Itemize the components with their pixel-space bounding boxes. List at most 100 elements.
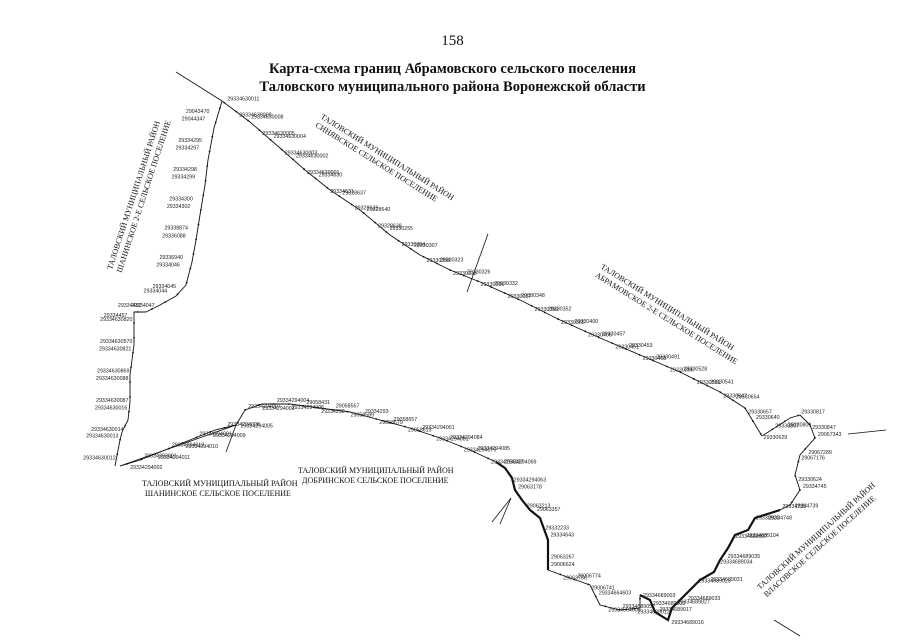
boundary-point-label: 29330640 bbox=[756, 415, 780, 421]
boundary-point-label: 29334045 bbox=[153, 284, 177, 290]
boundary-point-marker bbox=[124, 424, 126, 427]
ext-line-south-2 bbox=[499, 497, 512, 525]
boundary-point-marker bbox=[799, 489, 801, 491]
boundary-point-label: 29058679 bbox=[379, 420, 403, 426]
boundary-point-label: 29334294081 bbox=[436, 437, 468, 443]
boundary-point-marker bbox=[694, 583, 697, 586]
boundary-point-marker bbox=[652, 359, 655, 362]
boundary-point-marker bbox=[559, 573, 562, 576]
boundary-point-label: 29334294005 bbox=[240, 424, 272, 430]
boundary-point-label: 29330451 bbox=[615, 344, 639, 350]
boundary-point-marker bbox=[778, 509, 781, 512]
boundary-point-label: 29330847 bbox=[812, 425, 836, 431]
boundary-point-label: 29330348 bbox=[521, 293, 545, 299]
boundary-point-marker bbox=[460, 445, 462, 448]
region-east-line1: ТАЛОВСКИЙ МУНИЦИПАЛЬНЫЙ РАЙОН bbox=[599, 262, 736, 352]
ext-line-south-1 bbox=[491, 497, 512, 523]
boundary-point-label: 29334630001 bbox=[307, 170, 339, 176]
ext-line-southwest bbox=[119, 424, 237, 467]
boundary-point-label: 29063213 bbox=[527, 503, 551, 509]
boundary-point-marker bbox=[522, 501, 525, 504]
boundary-point-marker bbox=[509, 475, 512, 478]
boundary-point-marker bbox=[638, 353, 641, 356]
boundary-point-label: 29006624 bbox=[551, 562, 575, 568]
boundary-point-marker bbox=[206, 165, 209, 167]
boundary-point-label: 29334630820 bbox=[100, 317, 132, 323]
map-title: Карта-схема границ Абрамовского сельског… bbox=[0, 60, 905, 96]
boundary-point-label: 29330531 bbox=[697, 380, 721, 386]
boundary-point-marker bbox=[236, 421, 239, 424]
boundary-point-marker bbox=[197, 223, 200, 226]
boundary-point-marker bbox=[287, 403, 290, 405]
boundary-point-marker bbox=[132, 351, 134, 354]
boundary-point-marker bbox=[258, 129, 261, 132]
boundary-point-marker bbox=[604, 605, 607, 608]
ext-line-southwest-2 bbox=[225, 424, 237, 453]
boundary-point-label: 29044347 bbox=[182, 116, 206, 122]
boundary-point-marker bbox=[547, 567, 549, 570]
boundary-point-label: 29336940 bbox=[159, 255, 183, 261]
boundary-point-label: 29334302 bbox=[167, 204, 191, 210]
boundary-point-marker bbox=[346, 410, 349, 413]
boundary-point-marker bbox=[204, 179, 207, 182]
boundary-point-label: 29334294037 bbox=[491, 459, 523, 465]
boundary-point-label: 29330337 bbox=[508, 294, 532, 300]
boundary-point-marker bbox=[771, 428, 774, 431]
boundary-point-label: 29334630014 bbox=[91, 427, 123, 433]
boundary-point-marker bbox=[473, 451, 476, 454]
boundary-point-label: 29334292 bbox=[321, 409, 345, 415]
boundary-east bbox=[761, 414, 816, 511]
boundary-point-label: 29334689031 bbox=[710, 577, 742, 583]
adjacent-boundary-lines bbox=[119, 71, 887, 637]
boundary-point-marker bbox=[418, 430, 421, 432]
boundary-point-marker bbox=[410, 248, 412, 250]
boundary-point-marker bbox=[209, 431, 212, 433]
boundary-point-marker bbox=[541, 523, 544, 526]
boundary-point-marker bbox=[462, 274, 465, 277]
boundary-point-marker bbox=[732, 399, 734, 402]
boundary-point-marker bbox=[752, 520, 754, 523]
boundary-point-marker bbox=[199, 209, 202, 211]
boundary-point-marker bbox=[195, 238, 198, 241]
boundary-point-label: 29334294084 bbox=[450, 435, 482, 441]
boundary-point-label: 29058589 bbox=[351, 413, 375, 419]
boundary-point-marker bbox=[272, 403, 275, 405]
region-label-southeast: ТАЛОВСКИЙ МУНИЦИПАЛЬНЫЙ РАЙОН ВЛАСОВСКОЕ… bbox=[755, 481, 877, 599]
boundary-point-label: 29334630570 bbox=[100, 339, 132, 345]
region-southwest-line1: ТАЛОВСКИЙ МУНИЦИПАЛЬНЫЙ РАЙОН bbox=[142, 479, 298, 488]
boundary-point-label: 29058557 bbox=[336, 404, 360, 410]
boundary-point-marker bbox=[362, 212, 365, 215]
boundary-point-marker bbox=[116, 453, 119, 456]
boundary-point-marker bbox=[514, 489, 517, 492]
boundary-point-label: 29330657 bbox=[748, 409, 772, 415]
boundary-point-label: 29334294063 bbox=[514, 477, 546, 483]
boundary-point-label: 29330352 bbox=[548, 306, 572, 312]
boundary-point-marker bbox=[573, 578, 576, 581]
boundary-point-marker bbox=[731, 539, 734, 542]
boundary-point-label: 29330809 bbox=[788, 422, 812, 428]
boundary-point-label: 29334664608 bbox=[608, 607, 640, 613]
boundary-point-marker bbox=[223, 101, 226, 104]
boundary-point-marker bbox=[244, 409, 247, 411]
boundary-point-label: 29334297 bbox=[176, 145, 200, 151]
boundary-point-marker bbox=[202, 194, 205, 197]
boundary-point-label: 29334294069 bbox=[504, 459, 536, 465]
boundary-point-marker bbox=[164, 301, 166, 304]
boundary-point-marker bbox=[639, 597, 641, 600]
ext-line-southeast bbox=[773, 619, 801, 637]
boundary-point-label: 29334631 bbox=[330, 189, 354, 195]
boundary-point-marker bbox=[476, 280, 479, 282]
boundary-point-label: 29334294009 bbox=[213, 433, 245, 439]
boundary-point-label: 29067289 bbox=[808, 450, 832, 456]
boundary-point-marker bbox=[706, 384, 709, 387]
boundary-point-label: 29334735 bbox=[782, 504, 806, 510]
boundary-point-marker bbox=[487, 457, 489, 460]
boundary-point-marker bbox=[195, 436, 198, 439]
boundary-point-marker bbox=[126, 462, 129, 465]
boundary-south-west-link bbox=[119, 424, 237, 467]
boundary-point-marker bbox=[533, 512, 535, 515]
boundary-point-label: 29330308 bbox=[427, 258, 451, 264]
boundary-point-label: 29334739 bbox=[795, 503, 819, 509]
boundary-point-label: 29330396 bbox=[670, 367, 694, 373]
boundary-point-marker bbox=[706, 574, 709, 577]
